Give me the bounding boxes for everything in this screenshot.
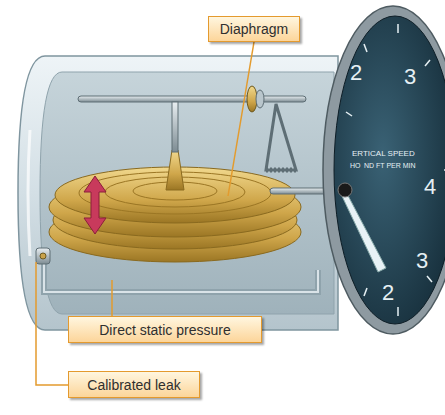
dial-needle	[341, 186, 386, 272]
dial-legend-text: ND FT PER MIN	[364, 162, 416, 169]
case-highlight	[28, 130, 30, 256]
dial-face	[334, 16, 445, 324]
dial-number: 2	[382, 282, 394, 304]
callout-box: Calibrated leak	[68, 371, 200, 398]
dial-legend-text: HO	[350, 162, 361, 169]
dial-number: 3	[416, 250, 428, 272]
callout-box: Diaphragm	[208, 16, 300, 42]
rocker-shaft	[78, 96, 306, 102]
sector-teeth	[266, 168, 296, 173]
leader-line	[111, 280, 113, 316]
callout-box: Direct static pressure	[68, 316, 262, 343]
leader-line	[36, 262, 68, 385]
leader-line	[228, 42, 254, 196]
bimetal-crescent	[133, 118, 156, 146]
link-arm	[172, 102, 178, 152]
dial-rim	[323, 6, 445, 334]
static-pipe	[44, 262, 318, 292]
callout-text: Direct static pressure	[99, 322, 230, 338]
gear-hub	[256, 90, 264, 108]
dial-legend-text: ERTICAL SPEED	[352, 150, 415, 158]
leak-orifice	[40, 253, 46, 259]
sector-gear	[266, 104, 296, 170]
dial-number: 3	[404, 66, 416, 88]
needle-hub	[338, 183, 352, 197]
dial-number: 2	[350, 62, 362, 84]
callout-text: Diaphragm	[220, 21, 288, 37]
leak-fitting	[36, 248, 50, 264]
diaphragm-post	[166, 150, 184, 190]
movement-arrow	[84, 176, 106, 234]
static-pipe-highlight	[44, 262, 318, 292]
dial-number: 4	[424, 176, 436, 198]
callout-text: Calibrated leak	[87, 377, 180, 393]
dial-ticks	[346, 24, 445, 316]
